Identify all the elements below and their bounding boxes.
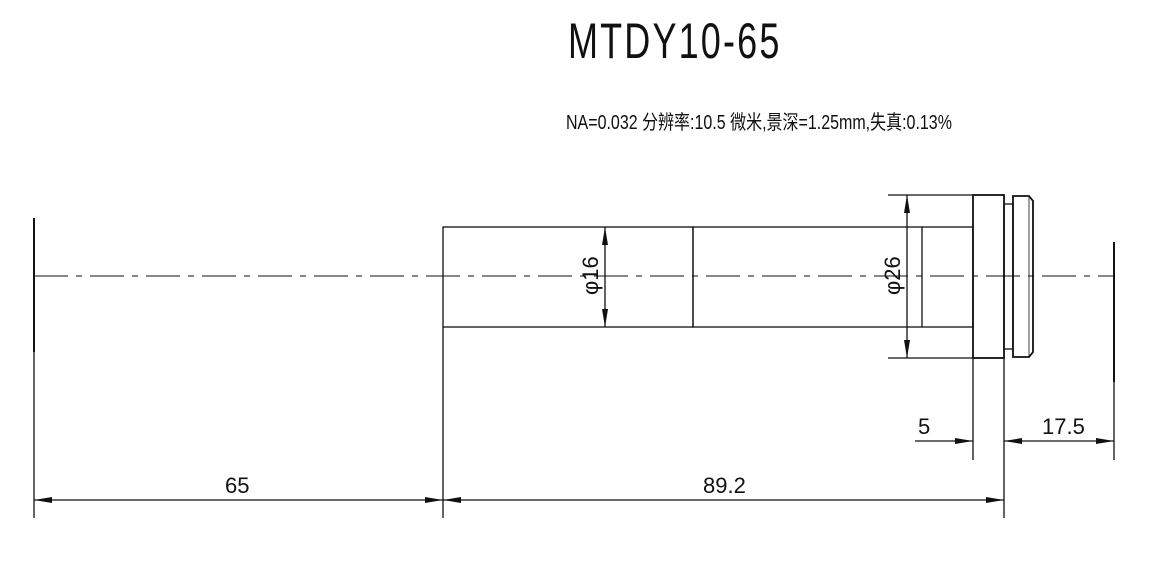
rear-tube: [692, 226, 974, 328]
dim-d16: φ16: [578, 256, 603, 295]
front-tube: [442, 226, 694, 328]
dim-17-5: 17.5: [1042, 414, 1085, 439]
dim-89-2: 89.2: [703, 473, 746, 498]
dim-65: 65: [225, 473, 249, 498]
dim-d26: φ26: [880, 256, 905, 295]
spec-text: NA=0.032 分辨率:10.5 微米,景深=1.25mm,失真:0.13%: [566, 112, 952, 134]
dim-5: 5: [918, 414, 930, 439]
drawing-title: MTDY10-65: [568, 13, 782, 69]
